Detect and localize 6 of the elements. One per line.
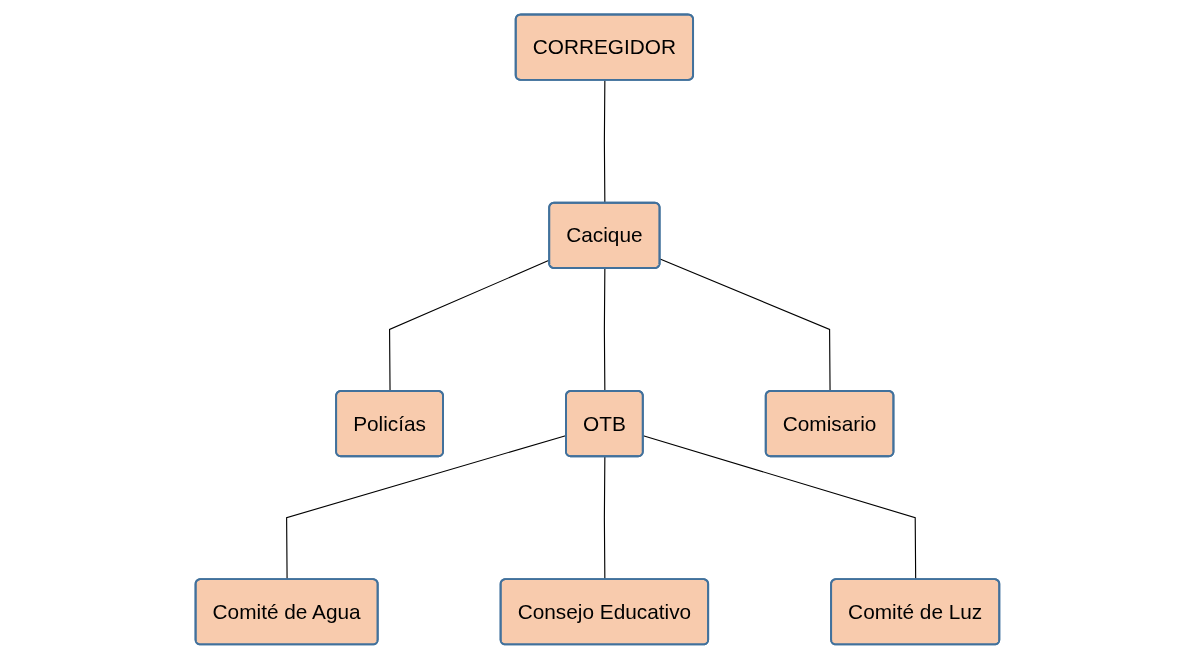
connector	[603, 267, 605, 392]
connector	[659, 257, 831, 392]
connector	[388, 258, 550, 392]
connector	[642, 434, 916, 580]
connector	[603, 79, 605, 204]
connector	[603, 455, 605, 580]
